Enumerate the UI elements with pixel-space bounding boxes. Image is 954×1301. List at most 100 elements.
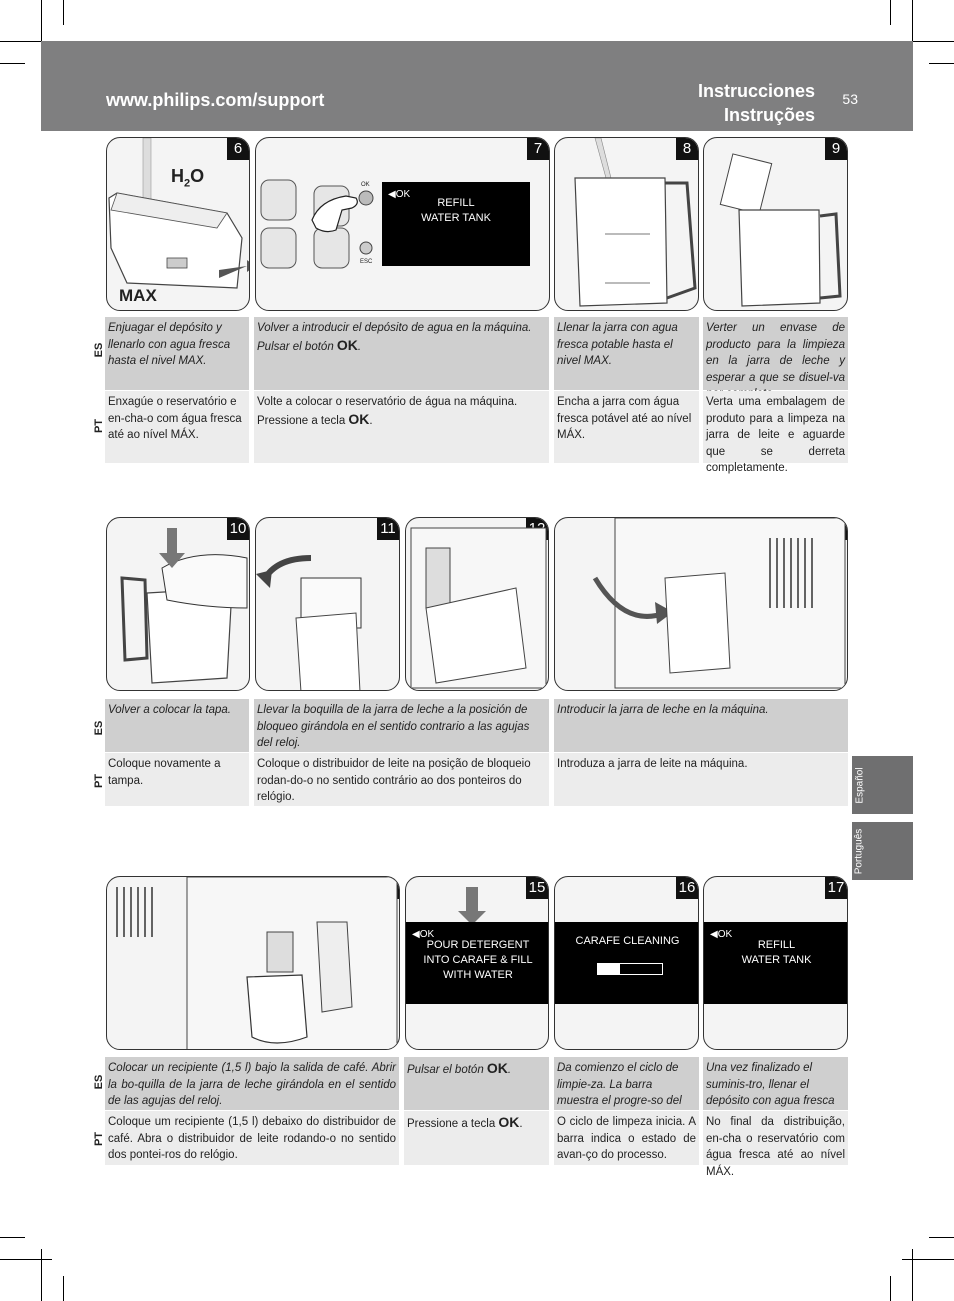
step-9-text-pt: Verta uma embalagem de produto para a li…	[703, 391, 848, 474]
step-13-text-es: Introducir la jarra de leche en la máqui…	[554, 699, 848, 752]
crop-mark	[902, 41, 954, 42]
ok-indicator: ◀OK	[710, 929, 733, 940]
machine-display: ◀OK POUR DETERGENT INTO CARAFE & FILL WI…	[406, 922, 548, 1004]
crop-mark	[890, 0, 891, 25]
step-14-text-pt: Coloque um recipiente (1,5 l) debaixo do…	[105, 1111, 399, 1165]
title-es: Instrucciones	[697, 81, 815, 101]
display-line-2: WATER TANK	[421, 212, 491, 224]
step-15-text-es: Pulsar el botón OK.	[404, 1057, 549, 1110]
display-line-1: REFILL	[757, 939, 796, 951]
step-10-text-pt: Coloque novamente a tampa.	[105, 753, 249, 806]
lang-label-es: ES	[93, 1074, 105, 1090]
lang-label-es: ES	[93, 342, 105, 358]
step-16-text-es: Da comienzo el ciclo de limpie-za. La ba…	[554, 1057, 699, 1124]
crop-mark	[41, 0, 42, 52]
machine-display: ◀OK REFILL WATER TANK	[704, 922, 847, 1004]
ok-label: OK	[361, 182, 370, 188]
step-15-text-pt: Pressione a tecla OK.	[404, 1111, 549, 1165]
step-17-text-es: Una vez finalizado el suminis-tro, llena…	[703, 1057, 848, 1124]
display-line-2: WATER TANK	[741, 954, 812, 966]
title-pt: Instruções	[723, 105, 815, 125]
step-number: 17	[825, 877, 847, 899]
illustration-step-14: 14	[106, 876, 400, 1050]
support-url[interactable]: www.philips.com/support	[106, 90, 325, 110]
container-under-spout-illustration	[116, 877, 398, 1049]
progress-bar	[597, 963, 663, 975]
illustration-step-13: 13	[554, 517, 848, 691]
step-13-text-pt: Introduza a jarra de leite na máquina.	[554, 753, 848, 806]
machine-display: CARAFE CLEANING	[555, 922, 698, 1004]
step-number: 7	[527, 138, 549, 160]
illustration-step-6: 6 H2O MAX	[106, 137, 250, 311]
illustration-step-17: 17 ◀OK REFILL WATER TANK	[703, 876, 848, 1050]
crop-mark	[0, 1259, 52, 1260]
step-8-text-es: Llenar la jarra con agua fresca potable …	[554, 317, 699, 390]
esc-label: ESC	[360, 259, 373, 265]
step-6-text-pt: Enxagúe o reservatório e en-cha-o com ág…	[105, 391, 249, 463]
lang-label-pt: PT	[93, 418, 105, 434]
crop-mark	[912, 1249, 913, 1301]
crop-mark	[929, 63, 954, 64]
crop-mark	[929, 1237, 954, 1238]
step-7-text-pt: Volte a colocar o reservatório de água n…	[254, 391, 549, 463]
step-number: 6	[227, 138, 249, 160]
step-number: 15	[526, 877, 548, 899]
display-line-1: REFILL	[437, 197, 475, 209]
carafe-lid-illustration	[120, 528, 248, 684]
crop-mark	[63, 0, 64, 25]
step-number: 10	[227, 518, 249, 540]
step-17-text-pt: No final da distribuição, en-cha o reser…	[703, 1111, 848, 1178]
display-line-1: POUR DETERGENT	[426, 939, 530, 951]
crop-mark	[0, 41, 52, 42]
illustration-step-12: 12	[405, 517, 549, 691]
illustration-step-10: 10	[106, 517, 250, 691]
water-tank-illustration	[108, 138, 249, 289]
display-line-2: INTO CARAFE & FILL	[423, 954, 533, 966]
machine-display: ◀OK REFILL WATER TANK	[382, 182, 530, 266]
step-11-text-pt: Coloque o distribuidor de leite na posiç…	[254, 753, 549, 806]
step-number: 11	[377, 518, 399, 540]
tab-espanol-label: Español	[854, 767, 866, 804]
insert-carafe-illustration	[592, 518, 846, 689]
crop-mark	[0, 1237, 25, 1238]
step-8-text-pt: Encha a jarra com água fresca potável at…	[554, 391, 699, 463]
illustration-step-11: 11	[255, 517, 400, 691]
step-9-text-es: Verter un envase de producto para la lim…	[703, 317, 848, 400]
illustration-step-8: 8	[554, 137, 699, 311]
crop-mark	[912, 0, 913, 52]
tab-portugues-label: Português	[853, 828, 865, 875]
step-14-text-es: Colocar un recipiente (1,5 l) bajo la sa…	[105, 1057, 399, 1110]
ok-indicator: ◀OK	[412, 929, 435, 940]
crop-mark	[0, 63, 25, 64]
max-label: MAX	[119, 286, 157, 305]
step-6-text-es: Enjuagar el depósito y llenarlo con agua…	[105, 317, 249, 390]
tab-espanol[interactable]: Español	[852, 756, 913, 814]
step-number: 9	[825, 138, 847, 160]
machine-front-illustration	[410, 527, 547, 689]
step-16-text-pt: O ciclo de limpeza inicia. A barra indic…	[554, 1111, 699, 1165]
step-number: 8	[676, 138, 698, 160]
illustration-step-16: 16 CARAFE CLEANING	[554, 876, 699, 1050]
display-line-1: CARAFE CLEANING	[575, 935, 680, 947]
detergent-packet-illustration	[719, 153, 842, 307]
page-header: www.philips.com/support Instrucciones In…	[41, 41, 913, 131]
illustration-step-9: 9	[703, 137, 848, 311]
lang-label-pt: PT	[93, 1131, 105, 1147]
crop-mark	[41, 1249, 42, 1301]
step-number: 16	[676, 877, 698, 899]
ok-indicator: ◀OK	[388, 189, 411, 200]
lang-label-pt: PT	[93, 773, 105, 789]
nozzle-rotate-illustration	[256, 555, 362, 690]
step-10-text-es: Volver a colocar la tapa.	[105, 699, 249, 752]
press-arrow-icon	[458, 887, 486, 925]
page-title: Instrucciones Instruções	[698, 79, 815, 127]
progress-bar-fill	[598, 964, 621, 974]
crop-mark	[902, 1259, 954, 1260]
crop-mark	[63, 1276, 64, 1301]
lang-label-es: ES	[93, 720, 105, 736]
control-panel-illustration	[260, 179, 374, 269]
tab-portugues[interactable]: Português	[852, 822, 913, 880]
page-number: 53	[842, 91, 858, 107]
h2o-label: H2O	[171, 166, 205, 190]
step-7-text-es: Volver a introducir el depósito de agua …	[254, 317, 549, 390]
